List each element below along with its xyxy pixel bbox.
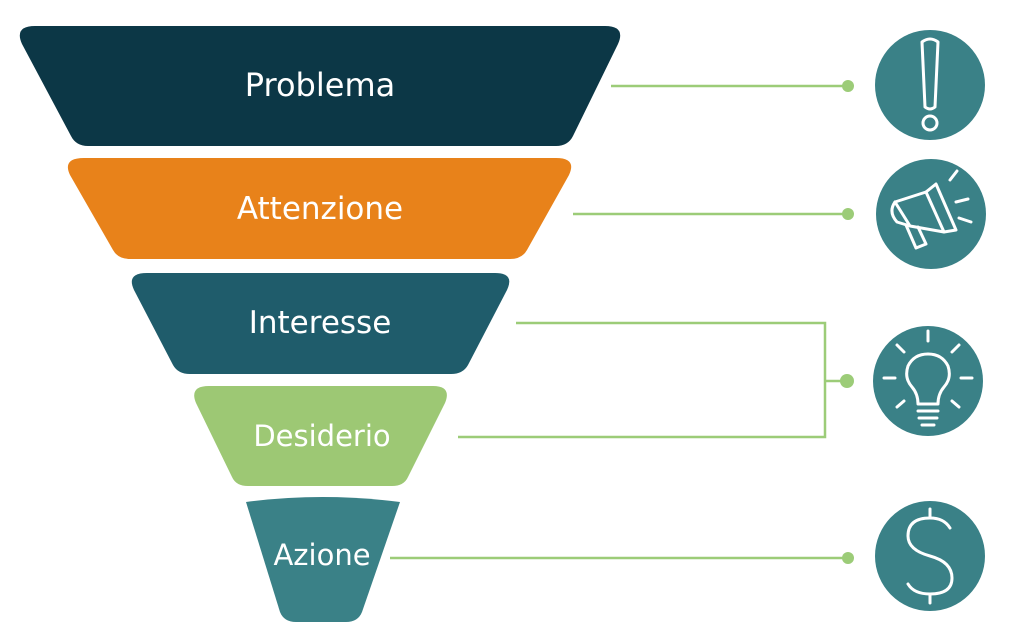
lightbulb-icon-ray-lower-right bbox=[950, 399, 961, 409]
funnel-stage-desiderio-label: Desiderio bbox=[253, 419, 390, 453]
connector-dot-attenzione bbox=[842, 208, 854, 220]
connector-dot-problema bbox=[842, 80, 854, 92]
connector-dot-azione bbox=[842, 552, 854, 564]
exclamation-icon-circle bbox=[875, 30, 985, 140]
connector-interesse-desiderio-bracket bbox=[458, 321, 846, 439]
funnel-stage-problema: Problema bbox=[19, 26, 621, 146]
exclamation-icon-bar bbox=[920, 37, 940, 111]
funnel-stage-problema-shape bbox=[19, 26, 621, 146]
funnel-stage-problema-label: Problema bbox=[245, 66, 395, 104]
connector-dot-interesse-desiderio bbox=[840, 374, 854, 388]
funnel-stage-interesse: Interesse bbox=[131, 273, 510, 374]
funnel-stage-interesse-shape bbox=[131, 273, 510, 374]
lightbulb-icon-bulb bbox=[905, 352, 951, 406]
exclamation-icon bbox=[875, 30, 985, 140]
lightbulb-icon-ray-upper-left bbox=[895, 343, 906, 354]
megaphone-icon-circle bbox=[876, 159, 986, 269]
funnel-stage-attenzione-shape bbox=[67, 158, 572, 259]
megaphone-icon-wave-1 bbox=[948, 169, 959, 182]
megaphone-icon-handle bbox=[904, 223, 928, 250]
lightbulb-icon bbox=[873, 326, 983, 436]
funnel-stage-azione-label: Azione bbox=[273, 538, 370, 572]
lightbulb-icon-ray-upper-right bbox=[950, 343, 961, 354]
funnel-stage-desiderio-shape bbox=[194, 386, 447, 486]
connectors bbox=[390, 80, 854, 564]
megaphone-icon-wave-2 bbox=[954, 197, 970, 204]
funnel-stage-desiderio: Desiderio bbox=[194, 386, 447, 486]
funnel-stage-attenzione: Attenzione bbox=[67, 158, 572, 259]
funnel-stage-azione-shape bbox=[246, 497, 400, 622]
funnel-stage-interesse-label: Interesse bbox=[249, 305, 392, 341]
funnel-stage-attenzione-label: Attenzione bbox=[237, 191, 403, 227]
dollar-icon bbox=[875, 501, 985, 611]
megaphone-icon bbox=[876, 159, 986, 269]
megaphone-icon-wave-3 bbox=[957, 216, 973, 224]
exclamation-icon-dot bbox=[921, 114, 939, 132]
megaphone-icon-bell bbox=[924, 182, 958, 234]
megaphone-icon-back bbox=[890, 200, 912, 228]
lightbulb-icon-circle bbox=[873, 326, 983, 436]
lightbulb-icon-ray-lower-left bbox=[895, 399, 906, 409]
funnel-stage-azione: Azione bbox=[246, 497, 400, 622]
